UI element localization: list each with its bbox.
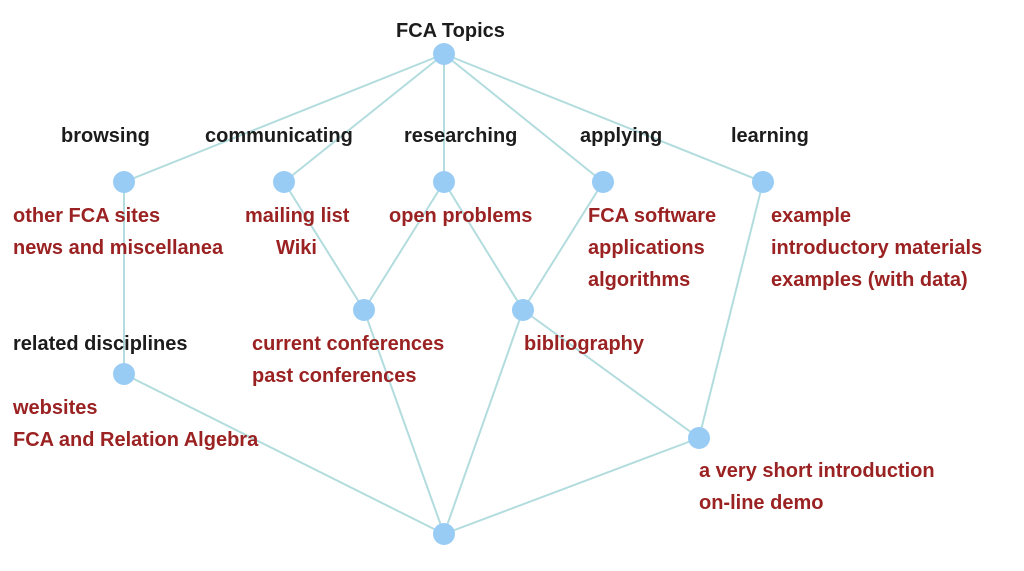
attr-communicating: communicating [205, 125, 353, 147]
object-label: other FCA sites [13, 205, 161, 227]
object-label: bibliography [524, 333, 644, 355]
edge-researching-bibliography [443, 181, 524, 311]
attr-researching: researching [404, 125, 518, 147]
node-conferences [353, 299, 375, 321]
edge-introduction-bottom [443, 437, 700, 535]
objects-conferences: current conferences past conferences [252, 328, 444, 392]
edge-top-learning [443, 53, 764, 183]
edge-applying-bibliography [522, 181, 604, 311]
attr-browsing: browsing [61, 125, 150, 147]
node-related-disciplines [113, 363, 135, 385]
attr-applying: applying [580, 125, 663, 147]
objects-learning: example introductory materials examples … [771, 200, 982, 296]
object-label: Wiki [276, 237, 317, 259]
object-label: open problems [389, 205, 533, 227]
objects-researching: open problems [389, 200, 532, 232]
object-label: on-line demo [699, 492, 824, 514]
diagram-title: FCA Topics [396, 20, 505, 42]
object-label: introductory materials [771, 237, 983, 259]
edge-bibliography-introduction [522, 309, 700, 439]
node-introduction [688, 427, 710, 449]
objects-applying: FCA software applications algorithms [588, 200, 716, 296]
object-label: current conferences [252, 333, 445, 355]
node-learning [752, 171, 774, 193]
edge-top-applying [443, 53, 604, 183]
objects-browsing: other FCA sites news and miscellanea [13, 200, 223, 264]
object-label: mailing list [245, 205, 350, 227]
object-label: a very short introduction [699, 460, 935, 482]
node-applying [592, 171, 614, 193]
node-browsing [113, 171, 135, 193]
node-bibliography [512, 299, 534, 321]
edge-top-communicating [283, 53, 445, 183]
edge-researching-conferences [363, 181, 445, 311]
node-researching [433, 171, 455, 193]
object-label: FCA software [588, 205, 717, 227]
object-label: applications [588, 237, 705, 259]
node-bottom [433, 523, 455, 545]
edge-bibliography-bottom [443, 309, 524, 535]
edge-conferences-bottom [363, 309, 445, 535]
edge-communicating-conferences [283, 181, 365, 311]
object-label: example [771, 205, 852, 227]
object-label: FCA and Relation Algebra [13, 429, 259, 451]
object-label: past conferences [252, 365, 417, 387]
object-label: websites [13, 397, 98, 419]
object-label: algorithms [588, 269, 691, 291]
edge-learning-introduction [698, 181, 764, 439]
node-communicating [273, 171, 295, 193]
edge-top-browsing [123, 53, 445, 183]
object-label: news and miscellanea [13, 237, 224, 259]
node-top [433, 43, 455, 65]
objects-bibliography: bibliography [524, 328, 644, 360]
object-label: examples (with data) [771, 269, 968, 291]
attr-learning: learning [731, 125, 809, 147]
objects-communicating: mailing list Wiki [245, 200, 349, 264]
objects-related-disciplines: websites FCA and Relation Algebra [13, 392, 258, 456]
edge-related-bottom [123, 373, 445, 535]
attr-related-disciplines: related disciplines [13, 333, 188, 355]
objects-introduction: a very short introduction on-line demo [699, 455, 935, 519]
